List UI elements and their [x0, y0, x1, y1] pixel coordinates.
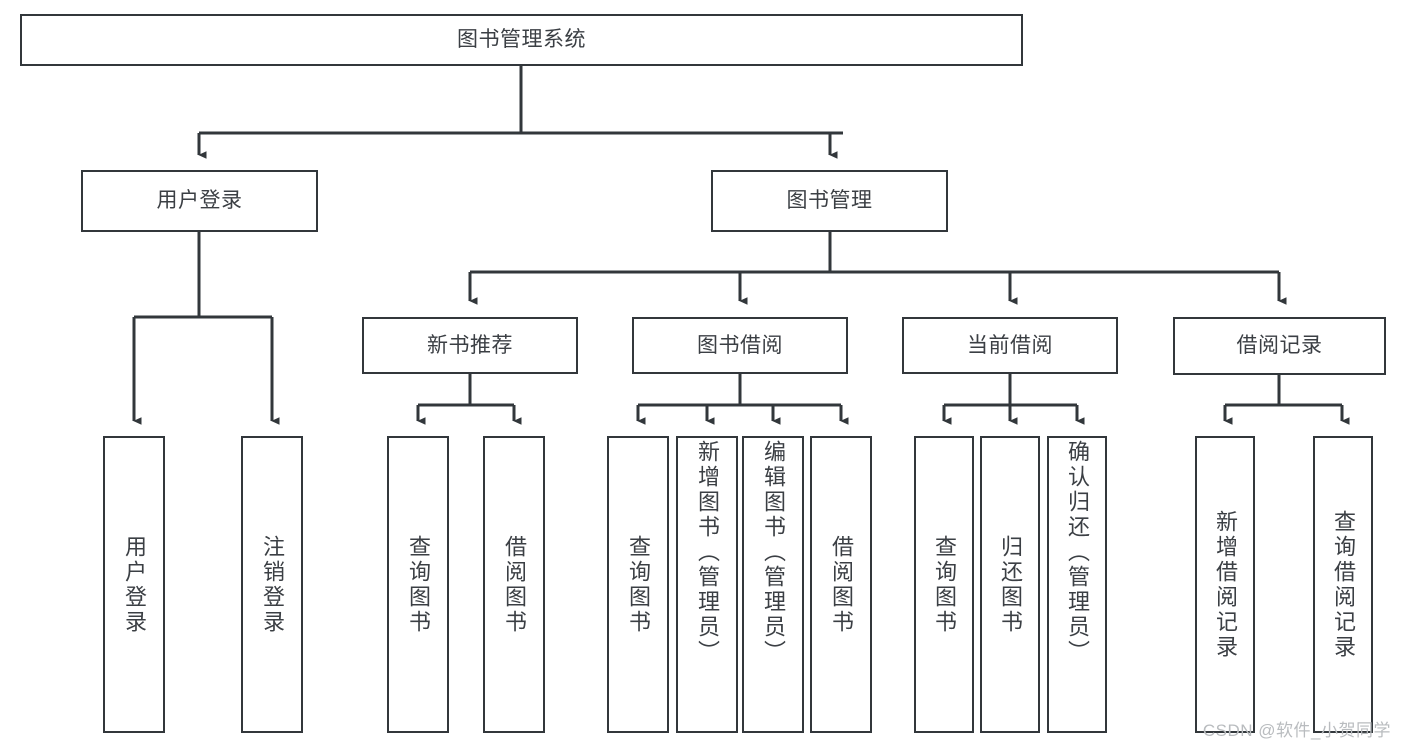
node-book-management[interactable]: 图书管理 [711, 170, 948, 232]
node-user-login-label: 用户登录 [156, 189, 243, 213]
node-leaf-query-book-2[interactable]: 查询图书 [607, 436, 669, 733]
node-leaf-borrow-book-1[interactable]: 借阅图书 [483, 436, 545, 733]
node-leaf-query-book-1-label: 查询图书 [406, 534, 431, 635]
node-leaf-query-book-3[interactable]: 查询图书 [914, 436, 974, 733]
node-leaf-add-book-admin[interactable]: 新增图书（管理员） [676, 436, 738, 733]
node-leaf-add-borrow-record-label: 新增借阅记录 [1213, 509, 1238, 660]
node-leaf-return-book[interactable]: 归还图书 [980, 436, 1040, 733]
node-user-login[interactable]: 用户登录 [81, 170, 318, 232]
node-leaf-query-book-2-label: 查询图书 [626, 534, 651, 635]
node-new-book-recommend[interactable]: 新书推荐 [362, 317, 578, 374]
node-leaf-add-book-admin-label: 新增图书（管理员） [695, 440, 720, 665]
node-leaf-borrow-book-1-label: 借阅图书 [502, 534, 527, 635]
node-leaf-query-borrow-record-label: 查询借阅记录 [1331, 509, 1356, 660]
node-leaf-query-book-1[interactable]: 查询图书 [387, 436, 449, 733]
node-borrow-record[interactable]: 借阅记录 [1173, 317, 1386, 375]
node-new-book-recommend-label: 新书推荐 [427, 333, 513, 357]
node-leaf-logout-login[interactable]: 注销登录 [241, 436, 303, 733]
node-root[interactable]: 图书管理系统 [20, 14, 1023, 66]
node-leaf-edit-book-admin-label: 编辑图书（管理员） [761, 440, 786, 665]
node-borrow-record-label: 借阅记录 [1236, 334, 1323, 358]
node-leaf-return-book-label: 归还图书 [998, 534, 1023, 635]
watermark-text: CSDN @软件_小贺同学 [1202, 721, 1391, 740]
node-leaf-confirm-return-admin-label: 确认归还（管理员） [1065, 440, 1090, 665]
node-leaf-edit-book-admin[interactable]: 编辑图书（管理员） [742, 436, 804, 733]
node-leaf-confirm-return-admin[interactable]: 确认归还（管理员） [1047, 436, 1107, 733]
node-leaf-user-login-label: 用户登录 [122, 534, 147, 635]
node-leaf-logout-login-label: 注销登录 [260, 534, 285, 635]
node-leaf-query-borrow-record[interactable]: 查询借阅记录 [1313, 436, 1373, 733]
node-leaf-borrow-book-2-label: 借阅图书 [829, 534, 854, 635]
node-current-borrow-label: 当前借阅 [967, 333, 1053, 357]
node-current-borrow[interactable]: 当前借阅 [902, 317, 1118, 374]
node-leaf-add-borrow-record[interactable]: 新增借阅记录 [1195, 436, 1255, 733]
node-leaf-user-login[interactable]: 用户登录 [103, 436, 165, 733]
node-book-borrow[interactable]: 图书借阅 [632, 317, 848, 374]
node-root-label: 图书管理系统 [457, 28, 586, 52]
node-leaf-query-book-3-label: 查询图书 [932, 534, 957, 635]
node-book-borrow-label: 图书借阅 [697, 333, 783, 357]
node-book-management-label: 图书管理 [786, 189, 873, 213]
node-leaf-borrow-book-2[interactable]: 借阅图书 [810, 436, 872, 733]
